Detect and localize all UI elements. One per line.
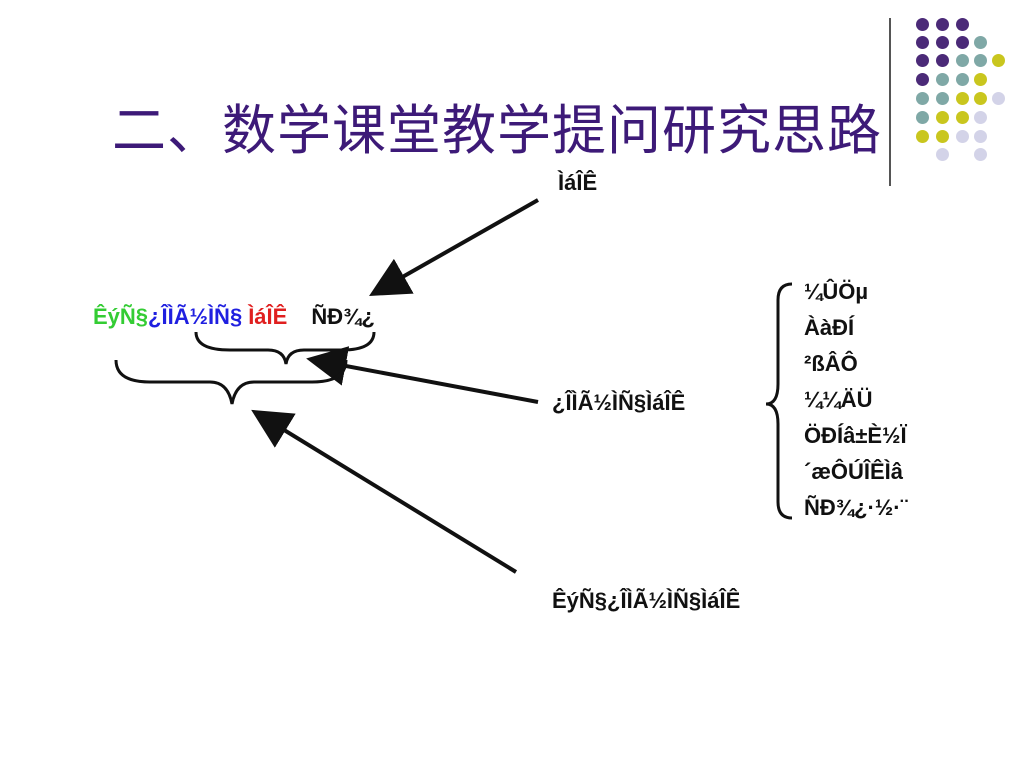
list-item: ÖÐÍâ±È½Ï [804, 423, 907, 448]
arrow-to-blue-brace [306, 346, 539, 404]
dot [916, 54, 929, 67]
list-item: ÀàÐÍ [804, 315, 855, 340]
dot [974, 111, 987, 124]
dot [992, 54, 1005, 67]
list-item: ¼¼ÄÜ [804, 387, 873, 412]
dot [936, 130, 949, 143]
dot [992, 92, 1005, 105]
dot [956, 92, 969, 105]
dot [916, 130, 929, 143]
dot [936, 36, 949, 49]
dot [974, 54, 987, 67]
dot [974, 92, 987, 105]
dot [916, 111, 929, 124]
formula-green-part: ÊýÑ§ [93, 304, 149, 329]
dot [936, 18, 949, 31]
dot [936, 148, 949, 161]
formula-blue-part: ¿ÎÌÃ½ÌÑ§ [148, 304, 243, 329]
dot [974, 130, 987, 143]
dot [956, 54, 969, 67]
decorative-dot-grid [908, 14, 1008, 164]
list-item: ²ßÂÔ [804, 351, 858, 376]
dot [916, 92, 929, 105]
dot [956, 130, 969, 143]
dot [974, 148, 987, 161]
divider-line [889, 18, 891, 186]
dot [936, 54, 949, 67]
dot [956, 111, 969, 124]
dot [936, 111, 949, 124]
top-label: ÌáÎÊ [558, 170, 598, 195]
formula: ÊýÑ§¿ÎÌÃ½ÌÑ§ÌáÎÊ ÑÐ¾¿ [93, 304, 381, 330]
branch-list: ¼ÛÖµ ÀàÐÍ ²ßÂÔ ¼¼ÄÜ ÖÐÍâ±È½Ï ´æÔÚÎÊÌâ ÑÐ… [804, 274, 908, 526]
dot [916, 18, 929, 31]
list-item: ÑÐ¾¿·½·¨ [804, 495, 908, 520]
dot [936, 73, 949, 86]
dot [916, 73, 929, 86]
dot [936, 92, 949, 105]
bottom-label: ÊýÑ§¿ÎÌÃ½ÌÑ§ÌáÎÊ [552, 588, 741, 613]
dot [956, 73, 969, 86]
dot [956, 36, 969, 49]
middle-label: ¿ÎÌÃ½ÌÑ§ÌáÎÊ [552, 390, 686, 415]
dot [974, 36, 987, 49]
arrow-to-outer-brace [251, 409, 518, 574]
dot [956, 18, 969, 31]
dot [916, 36, 929, 49]
outer-brace [114, 359, 348, 405]
branch-brace [765, 282, 793, 520]
inner-brace [194, 331, 376, 365]
dot [974, 73, 987, 86]
list-item: ¼ÛÖµ [804, 279, 869, 304]
arrow-to-red-part [369, 198, 539, 296]
formula-suffix: ÑÐ¾¿ [311, 304, 375, 329]
slide-title: 二、数学课堂教学提问研究思路 [112, 99, 882, 162]
formula-red-part: ÌáÎÊ [248, 304, 288, 329]
list-item: ´æÔÚÎÊÌâ [804, 459, 904, 484]
